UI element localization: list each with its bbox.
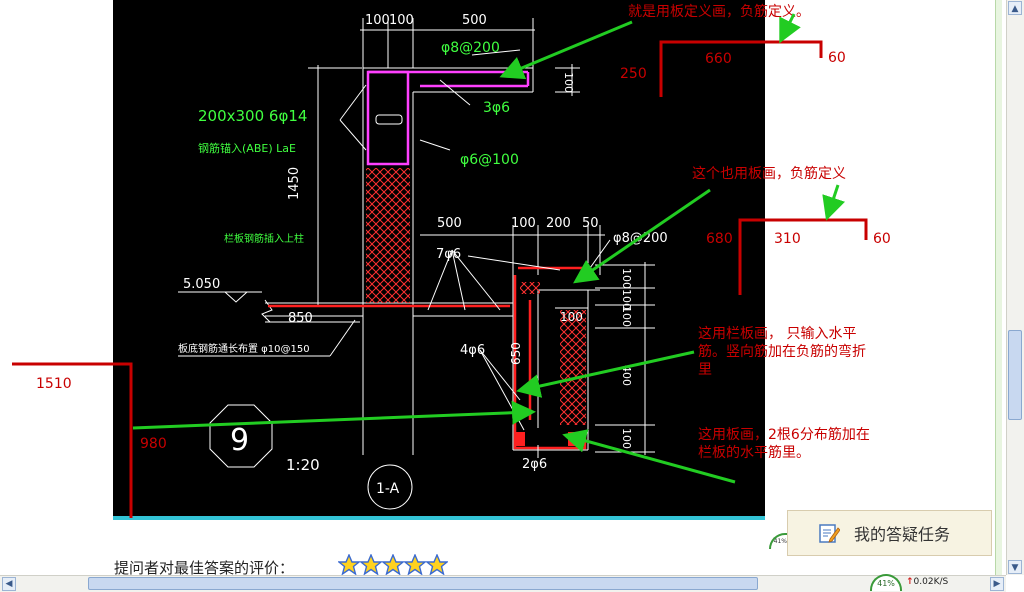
note-3-line-2: 筋。竖向筋加在负筋的弯折	[698, 343, 866, 360]
dim-mid-3: 200	[546, 216, 571, 231]
scroll-up-button[interactable]: ▲	[1008, 1, 1022, 15]
note-2-left: 680	[706, 231, 733, 247]
rating-label: 提问者对最佳答案的评价：	[114, 559, 295, 577]
star-icon	[360, 554, 382, 576]
markup-shapes-red	[12, 40, 868, 518]
rebar-top: φ8@200	[441, 40, 500, 56]
scroll-down-button[interactable]: ▼	[1008, 560, 1022, 574]
mid-note: 栏板钢筋插入上柱	[224, 232, 304, 245]
dim-100-a: 100	[562, 72, 575, 93]
beam-spec: 200x300 6φ14	[198, 107, 307, 125]
parapet-top-hatch	[520, 282, 540, 294]
my-qa-task-button[interactable]: 我的答疑任务	[787, 510, 992, 556]
note-2-right: 60	[873, 231, 891, 247]
note-2: 这个也用板画，负筋定义	[692, 165, 846, 182]
star-icon	[404, 554, 426, 576]
note-1-mid: 660	[705, 51, 732, 67]
right-dim-3: 100	[620, 306, 633, 327]
label-4p6: 4φ6	[460, 343, 485, 358]
right-dim-5: 100	[620, 428, 633, 449]
edit-note-icon	[819, 524, 840, 543]
detail-number: 9	[230, 423, 249, 458]
note-1: 就是用板定义画，负筋定义。	[628, 3, 810, 20]
network-speed-value: 0.02K/S	[913, 577, 949, 587]
axis-label: 1-A	[376, 481, 400, 497]
stirrup-label: φ6@100	[460, 152, 519, 168]
markup-arrows-green	[132, 13, 846, 484]
note-3-line-1: 这用栏板画， 只输入水平	[698, 325, 856, 342]
slab-note: 板底钢筋通长布置 φ10@150	[178, 342, 310, 355]
note-5-top: 1510	[36, 376, 72, 392]
cad-linework	[178, 18, 655, 510]
dim-650: 650	[509, 342, 523, 365]
stirrup-hook	[375, 114, 403, 125]
parapet-bar	[515, 432, 525, 446]
scale-label: 1:20	[286, 456, 320, 474]
cad-text: 100 100 500 100 1450 5.050 850 500 100 2…	[178, 13, 668, 497]
note-4-line-1: 这用板画，2根6分布筋加在	[698, 426, 870, 443]
beam-rebar-magenta	[366, 70, 530, 166]
dim-top-2: 100	[389, 13, 414, 28]
cad-text-green: φ8@200 3φ6 200x300 6φ14 钢筋锚入(ABE) LaE φ6…	[198, 40, 519, 245]
dim-850: 850	[288, 311, 313, 326]
dim-mid-1: 500	[437, 216, 462, 231]
scroll-right-button[interactable]: ▶	[990, 577, 1004, 591]
network-speed: ↑0.02K/S	[906, 577, 948, 587]
beam-note: 钢筋锚入(ABE) LaE	[198, 141, 296, 155]
page-right-border	[995, 0, 1002, 575]
label-7p6: 7φ6	[436, 247, 461, 262]
note-4-line-2: 栏板的水平筋里。	[698, 444, 810, 461]
markup-text-red: 就是用板定义画，负筋定义。 250 660 60 这个也用板画，负筋定义 680…	[36, 3, 891, 461]
task-button-label: 我的答疑任务	[854, 525, 951, 544]
label-3p6: 3φ6	[483, 100, 510, 116]
mini-progress-badge: 41%	[769, 533, 787, 549]
vertical-scroll-thumb[interactable]	[1008, 330, 1022, 420]
dim-1450: 1450	[287, 167, 302, 200]
note-1-left: 250	[620, 66, 647, 82]
dim-top-1: 100	[365, 13, 390, 28]
note-1-right: 60	[828, 50, 846, 66]
leader-lines	[339, 49, 611, 458]
note-3-line-3: 里	[698, 362, 712, 378]
dim-mid-2: 100	[511, 216, 536, 231]
horizontal-scroll-thumb[interactable]	[88, 577, 758, 590]
parapet-hatch	[560, 310, 586, 425]
star-icon	[338, 554, 360, 576]
dim-top-3: 500	[462, 13, 487, 28]
dim-mid-4: 50	[582, 216, 599, 231]
scroll-left-button[interactable]: ◀	[2, 577, 16, 591]
star-icon	[382, 554, 404, 576]
right-dim-4: 400	[620, 365, 633, 386]
star-icon	[426, 554, 448, 576]
right-dim-1: 100	[620, 268, 633, 289]
rating-stars	[338, 554, 448, 576]
vertical-scrollbar[interactable]	[1006, 0, 1024, 575]
label-2p6: 2φ6	[522, 457, 547, 472]
level-label: 5.050	[183, 277, 220, 292]
note-2-mid: 310	[774, 231, 801, 247]
right-dim-2: 100	[620, 289, 633, 310]
image-bottom-border	[113, 516, 765, 520]
upload-arrow-icon: ↑	[906, 577, 914, 587]
column-hatch	[366, 168, 410, 303]
note-5-side: 980	[140, 436, 167, 452]
dim-100-b: 100	[560, 310, 583, 324]
